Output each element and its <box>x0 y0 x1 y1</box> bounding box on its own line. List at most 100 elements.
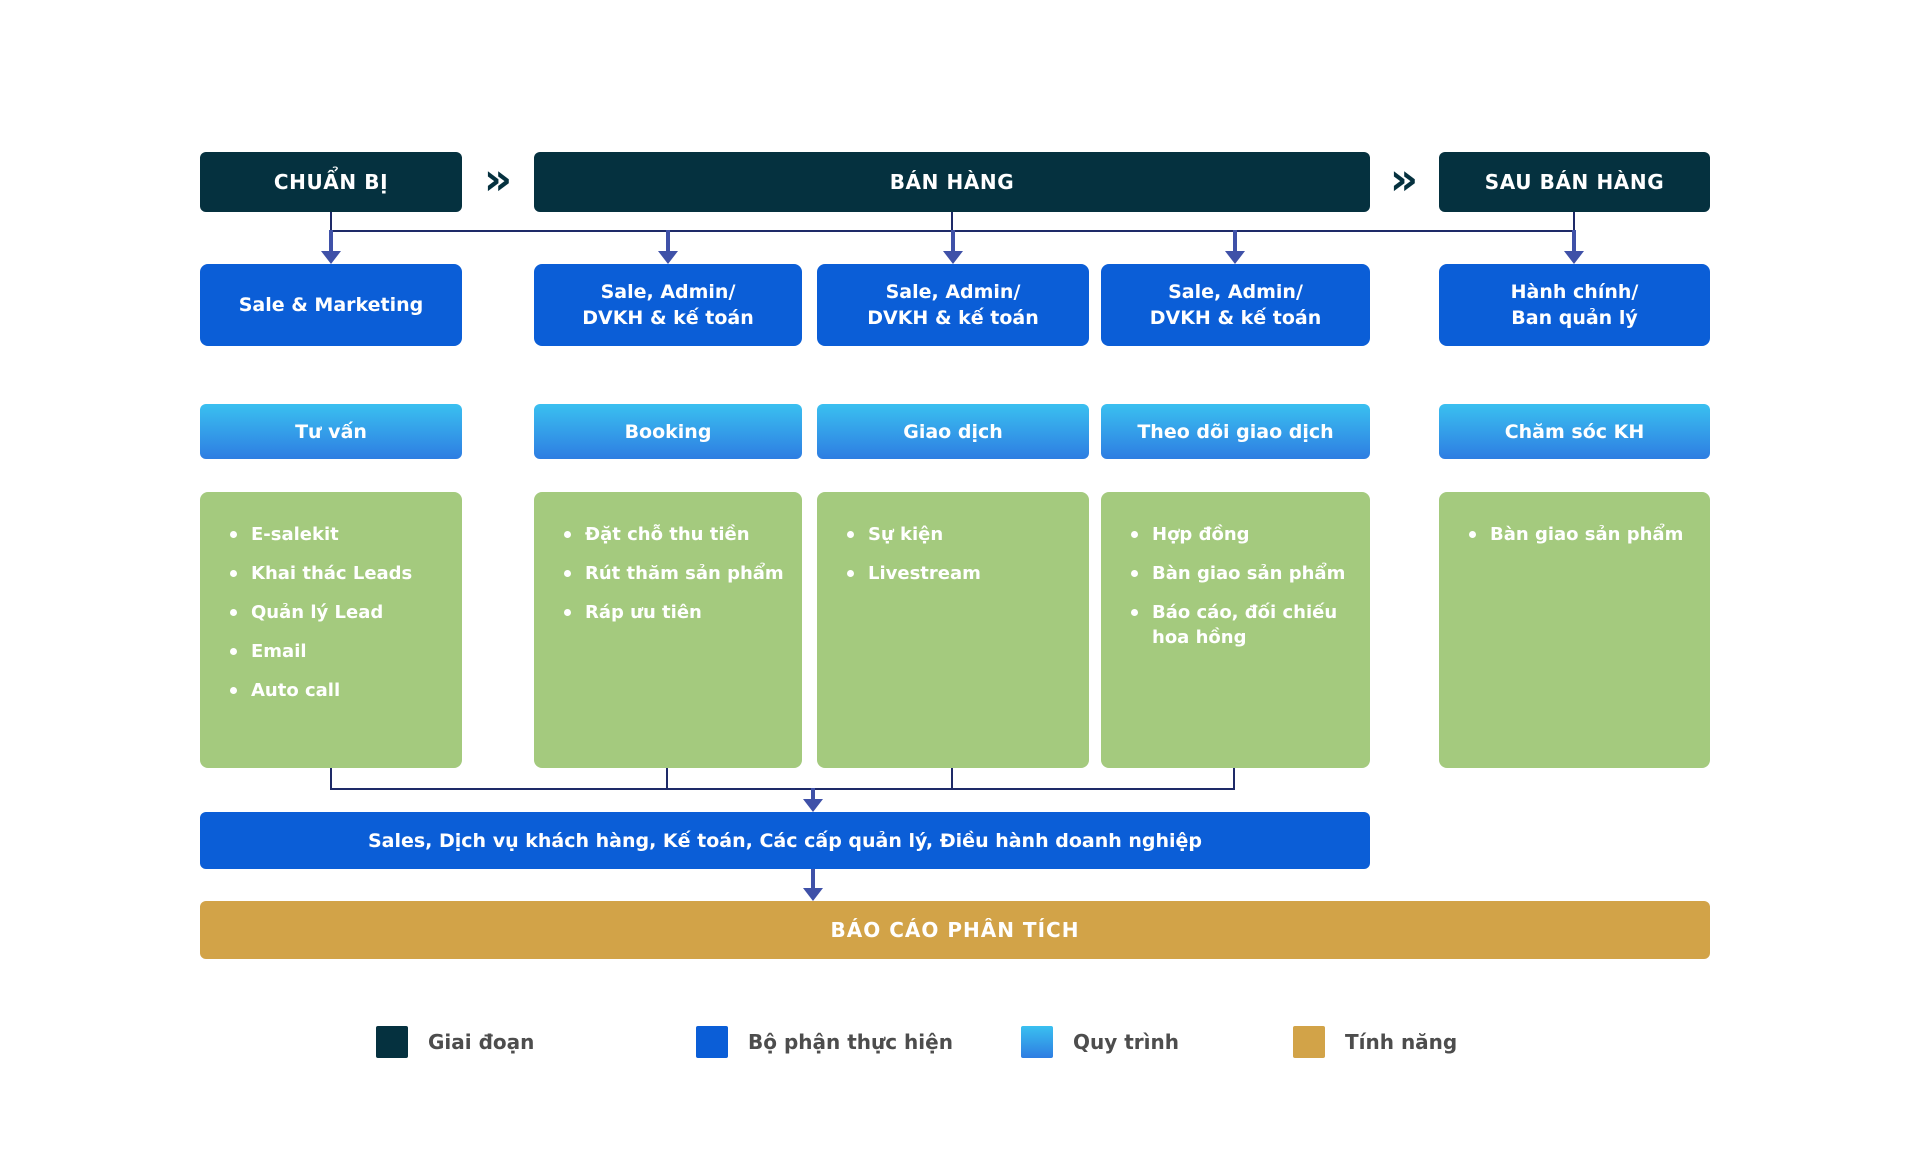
arrow-down-icon <box>943 251 963 264</box>
arrow-down-icon <box>1564 251 1584 264</box>
department-box: Hành chính/ Ban quản lý <box>1439 264 1710 346</box>
department-box: Sale & Marketing <box>200 264 462 346</box>
bullet-icon <box>847 570 854 577</box>
department-box: Sale, Admin/ DVKH & kế toán <box>817 264 1089 346</box>
bullet-icon <box>847 531 854 538</box>
feature-item: Email <box>230 639 446 664</box>
feature-item: Đặt chỗ thu tiền <box>564 522 786 547</box>
arrow-down-icon <box>658 251 678 264</box>
feature-label: Khai thác Leads <box>251 563 413 584</box>
feature-label: Quản lý Lead <box>251 602 384 623</box>
feature-item: Khai thác Leads <box>230 561 446 586</box>
bullet-icon <box>1131 609 1138 616</box>
connector-line <box>330 768 332 789</box>
arrow-down-icon <box>1572 230 1576 252</box>
feature-label: Email <box>251 641 307 662</box>
department-box: Sale, Admin/ DVKH & kế toán <box>534 264 802 346</box>
bullet-icon <box>564 609 571 616</box>
feature-item: E-salekit <box>230 522 446 547</box>
arrow-down-icon <box>1225 251 1245 264</box>
bullet-icon <box>564 531 571 538</box>
connector-line <box>666 768 668 789</box>
feature-item: Quản lý Lead <box>230 600 446 625</box>
arrow-down-icon <box>1233 230 1237 252</box>
legend-item-bo-phan-thuc-hien: Bộ phận thực hiện <box>696 1026 953 1058</box>
feature-label: Đặt chỗ thu tiền <box>585 524 750 545</box>
phase-ban-hang: BÁN HÀNG <box>534 152 1370 212</box>
feature-label: Bàn giao sản phẩm <box>1490 524 1684 545</box>
bullet-icon <box>230 648 237 655</box>
legend-label: Tính năng <box>1345 1030 1458 1054</box>
bullet-icon <box>1131 531 1138 538</box>
legend-item-tinh-nang: Tính năng <box>1293 1026 1457 1058</box>
arrow-down-icon <box>803 799 823 812</box>
bullet-icon <box>1469 531 1476 538</box>
feature-label: Báo cáo, đối chiếu hoa hồng <box>1152 602 1338 648</box>
chevron-right-icon: » <box>1389 153 1419 205</box>
legend-swatch-feature <box>1293 1026 1325 1058</box>
process-box: Giao dịch <box>817 404 1089 459</box>
feature-label: Rút thăm sản phẩm <box>585 563 784 584</box>
legend-item-giai-doan: Giai đoạn <box>376 1026 534 1058</box>
connector-line <box>951 212 953 231</box>
feature-item: Báo cáo, đối chiếu hoa hồng <box>1131 600 1354 650</box>
legend-label: Giai đoạn <box>428 1030 535 1054</box>
feature-item: Hợp đồng <box>1131 522 1354 547</box>
legend-label: Quy trình <box>1073 1030 1179 1054</box>
connector-line <box>330 788 1235 790</box>
process-box: Booking <box>534 404 802 459</box>
feature-label: Auto call <box>251 680 341 701</box>
chevron-right-icon: » <box>483 153 513 205</box>
feature-item: Bàn giao sản phẩm <box>1131 561 1354 586</box>
arrow-down-icon <box>811 869 815 889</box>
phase-sau-ban-hang: SAU BÁN HÀNG <box>1439 152 1710 212</box>
process-box: Theo dõi giao dịch <box>1101 404 1370 459</box>
feature-item: Ráp ưu tiên <box>564 600 786 625</box>
legend-swatch-phase <box>376 1026 408 1058</box>
arrow-down-icon <box>811 788 815 801</box>
feature-item: Bàn giao sản phẩm <box>1469 522 1694 547</box>
connector-line <box>330 212 332 231</box>
bullet-icon <box>230 570 237 577</box>
feature-item: Rút thăm sản phẩm <box>564 561 786 586</box>
legend-item-quy-trinh: Quy trình <box>1021 1026 1179 1058</box>
department-box: Sale, Admin/ DVKH & kế toán <box>1101 264 1370 346</box>
bullet-icon <box>230 687 237 694</box>
connector-line <box>951 768 953 789</box>
bullet-icon <box>564 570 571 577</box>
phase-chuan-bi: CHUẨN BỊ <box>200 152 462 212</box>
feature-label: Sự kiện <box>868 524 944 545</box>
feature-label: E-salekit <box>251 524 339 545</box>
process-box: Chăm sóc KH <box>1439 404 1710 459</box>
legend-swatch-process <box>1021 1026 1053 1058</box>
connector-line <box>1573 212 1575 231</box>
process-box: Tư vấn <box>200 404 462 459</box>
feature-label: Ráp ưu tiên <box>585 602 702 623</box>
column-3: Sale, Admin/ DVKH & kế toán Giao dịch Sự… <box>817 264 1089 768</box>
feature-list: Bàn giao sản phẩm <box>1439 492 1710 547</box>
feature-list-box: Bàn giao sản phẩm <box>1439 492 1710 768</box>
column-5: Hành chính/ Ban quản lý Chăm sóc KH Bàn … <box>1439 264 1710 768</box>
bullet-icon <box>230 531 237 538</box>
summary-bar: Sales, Dịch vụ khách hàng, Kế toán, Các … <box>200 812 1370 869</box>
feature-label: Hợp đồng <box>1152 524 1250 545</box>
connector-line <box>1233 768 1235 789</box>
feature-label: Livestream <box>868 563 981 584</box>
arrow-down-icon <box>321 251 341 264</box>
feature-item: Sự kiện <box>847 522 1073 547</box>
report-bar: BÁO CÁO PHÂN TÍCH <box>200 901 1710 959</box>
column-2: Sale, Admin/ DVKH & kế toán Booking Đặt … <box>534 264 802 768</box>
feature-label: Bàn giao sản phẩm <box>1152 563 1346 584</box>
arrow-down-icon <box>329 230 333 252</box>
column-4: Sale, Admin/ DVKH & kế toán Theo dõi gia… <box>1101 264 1370 768</box>
